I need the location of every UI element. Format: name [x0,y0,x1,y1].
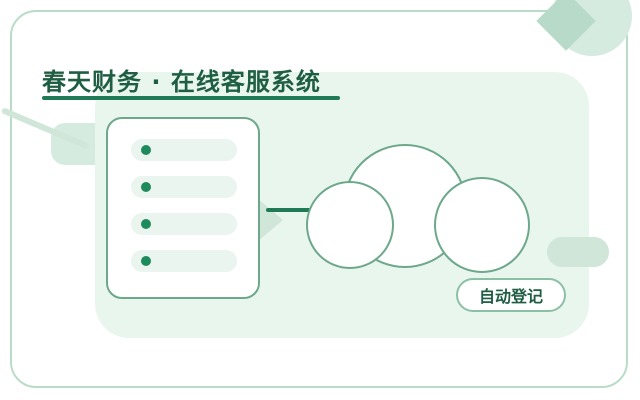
auto-register-button[interactable]: 自动登记 [456,278,566,312]
title-underline [42,96,340,100]
server-slot [131,139,237,161]
cloud-lobe-left [306,181,394,269]
connector-line [266,208,330,212]
cloud-lobe-right [434,177,530,273]
status-dot-icon [141,182,151,192]
server-slot [131,250,237,272]
status-dot-icon [141,145,151,155]
server-icon [106,117,260,299]
server-slot [131,176,237,198]
decor-pill-right [547,237,609,267]
status-dot-icon [141,219,151,229]
page-title: 春天财务 · 在线客服系统 [42,68,321,96]
decor-triangle [257,198,283,242]
server-slot [131,213,237,235]
status-dot-icon [141,256,151,266]
